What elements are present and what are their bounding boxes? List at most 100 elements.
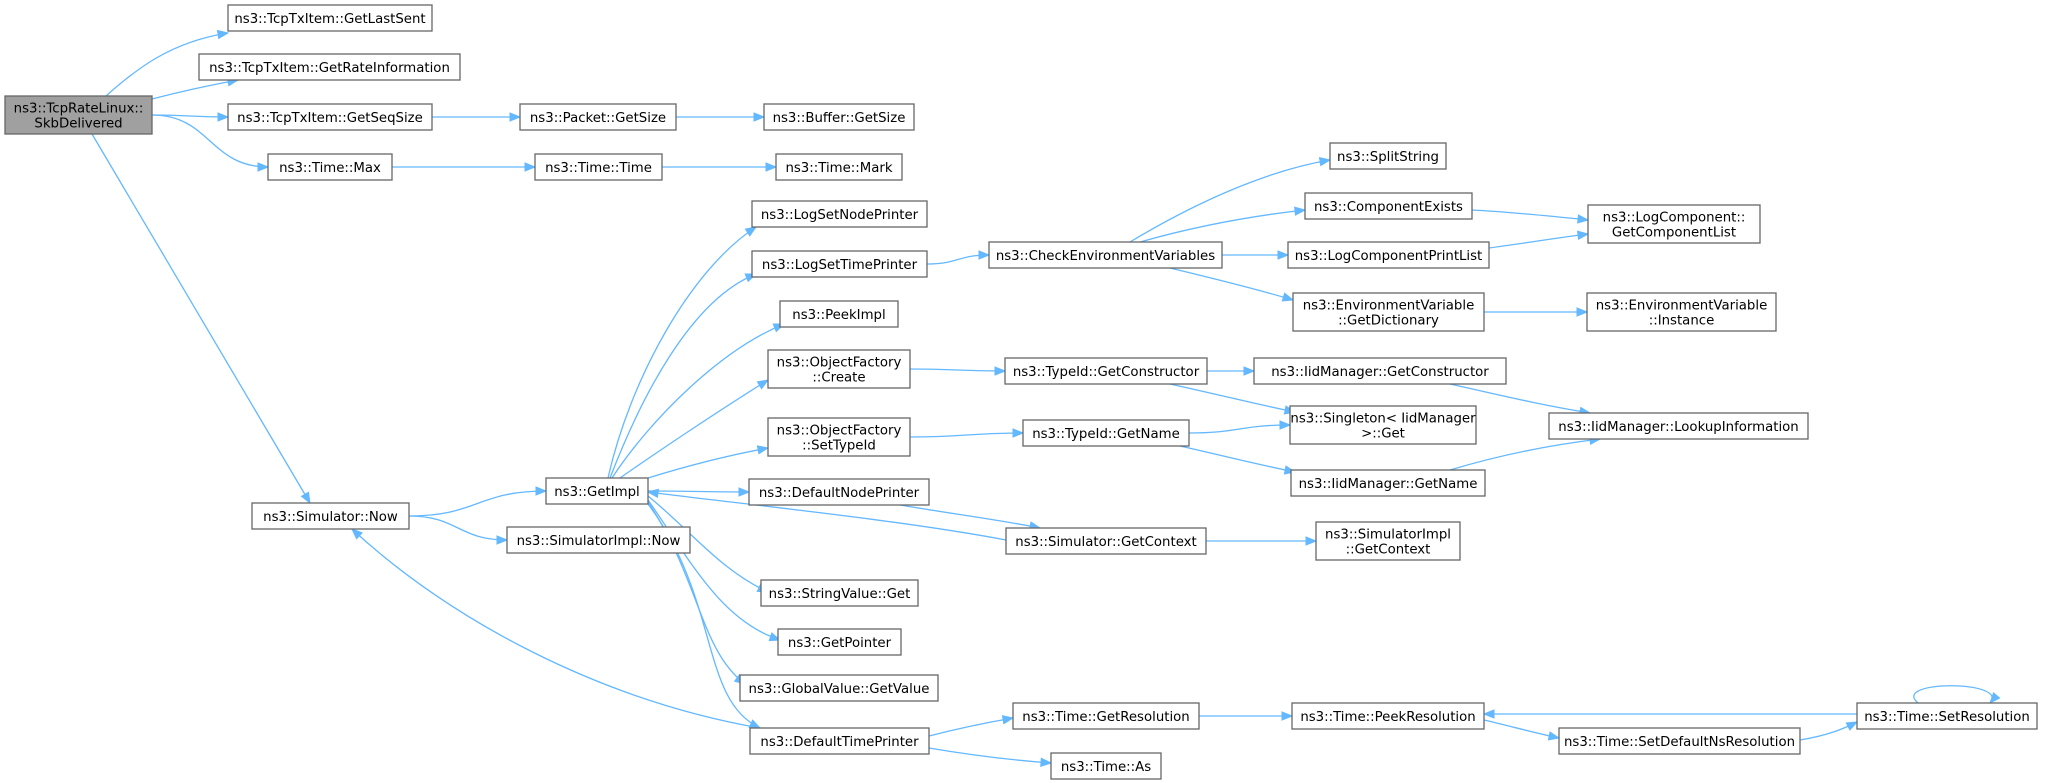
node-box <box>763 103 915 131</box>
node-label: ns3::TcpTxItem::GetLastSent <box>234 12 425 27</box>
node-root[interactable]: ns3::TcpRateLinux::SkbDelivered <box>4 95 153 135</box>
node-logcompprintlist[interactable]: ns3::LogComponentPrintList <box>1287 241 1490 269</box>
edge-line <box>647 499 781 641</box>
node-label: ns3::Time::Mark <box>785 161 892 176</box>
edge-typeidgetname-to-iidgetname <box>1179 445 1297 475</box>
edge-arrowhead <box>1576 307 1589 317</box>
node-timesetres[interactable]: ns3::Time::SetResolution <box>1856 702 2038 730</box>
edge-arrowhead <box>1577 230 1590 240</box>
node-timepeekres[interactable]: ns3::Time::PeekResolution <box>1291 702 1485 730</box>
node-timemark[interactable]: ns3::Time::Mark <box>775 153 903 181</box>
node-compexists[interactable]: ns3::ComponentExists <box>1304 192 1473 220</box>
node-simimplnow[interactable]: ns3::SimulatorImpl::Now <box>506 526 691 554</box>
node-label: ns3::Buffer::GetSize <box>773 111 906 126</box>
node-ofcreate[interactable]: ns3::ObjectFactory::Create <box>767 349 911 389</box>
node-globalvalue[interactable]: ns3::GlobalValue::GetValue <box>739 674 939 702</box>
edge-line <box>1179 445 1296 473</box>
node-ofsettypeid[interactable]: ns3::ObjectFactory::SetTypeId <box>767 417 911 457</box>
nodes-layer: ns3::TcpRateLinux::SkbDelivered ns3::TcpT… <box>4 4 2038 780</box>
node-envvarinstance[interactable]: ns3::EnvironmentVariable::Instance <box>1586 292 1777 332</box>
node-peekimpl[interactable]: ns3::PeekImpl <box>779 300 899 328</box>
edge-arrowhead <box>1277 250 1290 260</box>
edge-line <box>91 133 311 504</box>
node-label: GetComponentList <box>1612 226 1736 241</box>
node-getlastsent[interactable]: ns3::TcpTxItem::GetLastSent <box>227 4 433 32</box>
node-box <box>1012 702 1200 730</box>
edge-line <box>1483 719 1560 739</box>
node-getseqsize[interactable]: ns3::TcpTxItem::GetSeqSize <box>227 103 433 131</box>
node-label: ns3::SplitString <box>1337 150 1439 165</box>
node-getimpl[interactable]: ns3::GetImpl <box>545 477 649 505</box>
edge-line <box>909 432 1024 438</box>
node-label: ns3::Time::Time <box>545 161 652 176</box>
node-envvargetdict[interactable]: ns3::EnvironmentVariable::GetDictionary <box>1292 292 1485 332</box>
node-timegetres[interactable]: ns3::Time::GetResolution <box>1012 702 1200 730</box>
node-label: ns3::Simulator::Now <box>263 510 398 525</box>
node-label: ns3::Simulator::GetContext <box>1015 535 1196 550</box>
node-iidlookup[interactable]: ns3::IidManager::LookupInformation <box>1548 412 1809 440</box>
edge-arrowhead <box>351 528 363 540</box>
node-iidgetname[interactable]: ns3::IidManager::GetName <box>1290 469 1486 497</box>
edge-getimpl-to-ofcreate <box>619 379 770 479</box>
node-label: ns3::IidManager::GetConstructor <box>1271 365 1489 380</box>
node-getrateinfo[interactable]: ns3::TcpTxItem::GetRateInformation <box>198 53 461 81</box>
edge-arrowhead <box>1279 420 1292 430</box>
node-typeidgetctor[interactable]: ns3::TypeId::GetConstructor <box>1004 357 1208 385</box>
node-label: ns3::IidManager::GetName <box>1299 477 1478 492</box>
node-defnodeprinter[interactable]: ns3::DefaultNodePrinter <box>748 478 930 506</box>
edge-simnow-to-getimpl <box>408 486 548 517</box>
node-label: ::GetDictionary <box>1338 314 1439 329</box>
node-timeas[interactable]: ns3::Time::As <box>1050 752 1162 780</box>
node-timesetdefns[interactable]: ns3::Time::SetDefaultNsResolution <box>1558 727 1801 755</box>
node-getpointer[interactable]: ns3::GetPointer <box>777 628 902 656</box>
node-simgetcontext[interactable]: ns3::Simulator::GetContext <box>1005 527 1207 555</box>
node-logsettime[interactable]: ns3::LogSetTimePrinter <box>751 250 928 278</box>
node-box <box>1004 357 1208 385</box>
node-timemax[interactable]: ns3::Time::Max <box>267 153 393 181</box>
edge-line <box>899 504 1041 529</box>
edge-arrowhead <box>535 486 548 496</box>
node-logsetnode[interactable]: ns3::LogSetNodePrinter <box>751 200 928 228</box>
node-packetgetsize[interactable]: ns3::Packet::GetSize <box>519 103 677 131</box>
edge-line <box>1169 383 1296 413</box>
node-logcompgetlist[interactable]: ns3::LogComponent::GetComponentList <box>1587 204 1761 244</box>
edge-checkenv-to-compexists <box>1139 206 1307 243</box>
edge-arrowhead <box>756 445 770 455</box>
node-box <box>1290 469 1486 497</box>
node-label: ns3::SimulatorImpl::Now <box>517 534 681 549</box>
edge-arrowhead <box>1845 721 1859 731</box>
node-iidgetctor[interactable]: ns3::IidManager::GetConstructor <box>1253 357 1507 385</box>
node-simnow[interactable]: ns3::Simulator::Now <box>251 502 410 530</box>
node-buffergetsize[interactable]: ns3::Buffer::GetSize <box>763 103 915 131</box>
node-splitstring[interactable]: ns3::SplitString <box>1329 142 1447 170</box>
node-deftimeprinter[interactable]: ns3::DefaultTimePrinter <box>749 727 930 755</box>
edge-deftimeprinter-to-timeas <box>928 747 1053 767</box>
node-typeidgetname[interactable]: ns3::TypeId::GetName <box>1022 419 1190 447</box>
edge-line <box>1913 685 1993 704</box>
node-label: ns3::IidManager::LookupInformation <box>1558 420 1798 435</box>
node-box <box>4 95 153 135</box>
edge-packetgetsize-to-buffergetsize <box>676 112 766 122</box>
edge-arrowhead <box>524 162 537 172</box>
node-label: ns3::TcpTxItem::GetRateInformation <box>209 61 450 76</box>
node-label: ns3::Packet::GetSize <box>530 111 666 126</box>
edge-timepeekres-to-timesetdefns <box>1483 719 1561 741</box>
node-box <box>1315 521 1461 561</box>
node-label: ns3::Time::GetResolution <box>1022 710 1189 725</box>
node-simimplgetcontext[interactable]: ns3::SimulatorImpl::GetContext <box>1315 521 1461 561</box>
node-timetime[interactable]: ns3::Time::Time <box>534 153 663 181</box>
node-singletonget[interactable]: ns3::Singleton< IidManager>::Get <box>1289 405 1477 445</box>
edge-root-to-getlastsent <box>105 29 230 97</box>
edges-layer <box>91 29 2001 767</box>
node-box <box>1292 292 1485 332</box>
edge-line <box>1449 383 1591 414</box>
node-checkenv[interactable]: ns3::CheckEnvironmentVariables <box>988 241 1223 269</box>
node-label: ns3::EnvironmentVariable <box>1596 299 1768 314</box>
edge-arrowhead <box>1482 709 1495 719</box>
node-label: ns3::GlobalValue::GetValue <box>749 682 930 697</box>
edge-arrowhead <box>753 112 766 122</box>
node-stringvalueget[interactable]: ns3::StringValue::Get <box>760 579 919 607</box>
node-box <box>748 478 930 506</box>
edge-typeidgetname-to-singletonget <box>1188 420 1292 434</box>
node-box <box>775 153 903 181</box>
